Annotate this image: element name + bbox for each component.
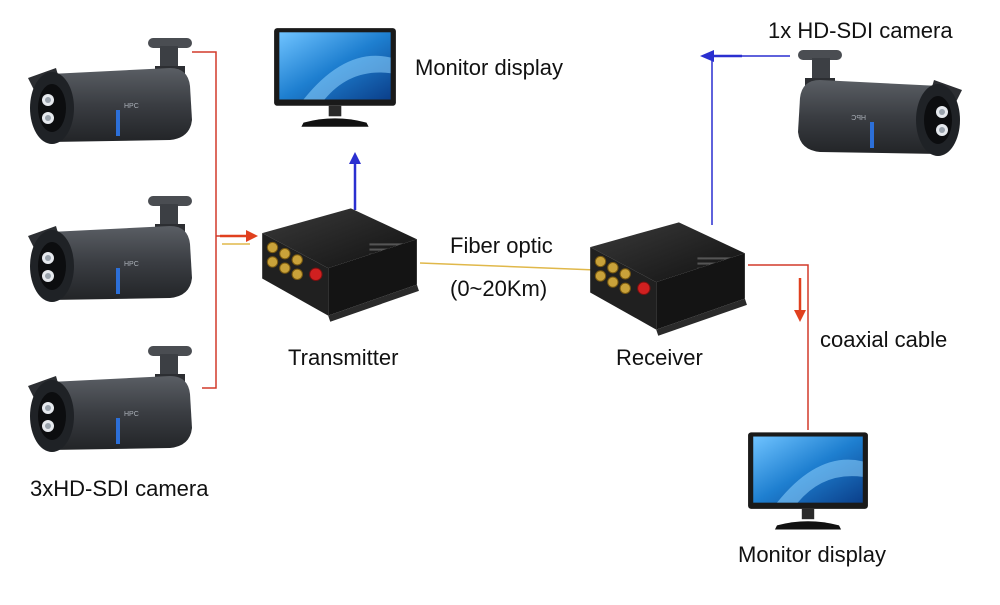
coax-label: coaxial cable [820, 327, 948, 352]
coax-line [748, 264, 809, 430]
fiber-converter-icon [589, 221, 748, 337]
rx-camera-line [711, 55, 790, 225]
fiber-optic-line [419, 262, 597, 271]
bullet-camera-icon [798, 50, 962, 156]
right-camera-label: 1x HD-SDI camera [768, 18, 953, 43]
left-cameras-label: 3xHD-SDI camera [30, 476, 209, 501]
fiber-label: Fiber optic [450, 233, 553, 258]
bullet-camera-icon [28, 346, 192, 452]
receiver-label: Receiver [616, 345, 703, 370]
coax-arrow-icon [794, 310, 806, 322]
fiber-range-label: (0~20Km) [450, 276, 548, 301]
camera-coax-bus [192, 51, 217, 389]
camera-arrow-icon [700, 50, 714, 62]
fiber-converter-icon [261, 207, 420, 323]
input-arrow-icon [246, 230, 258, 242]
bullet-camera-icon [28, 38, 192, 144]
bottom-monitor-label: Monitor display [738, 542, 886, 567]
top-monitor-label: Monitor display [415, 55, 563, 80]
tx-monitor-arrow-icon [349, 152, 361, 164]
transmitter-label: Transmitter [288, 345, 399, 370]
bullet-camera-icon [28, 196, 192, 302]
monitor-icon [748, 432, 868, 530]
monitor-icon [274, 28, 396, 127]
